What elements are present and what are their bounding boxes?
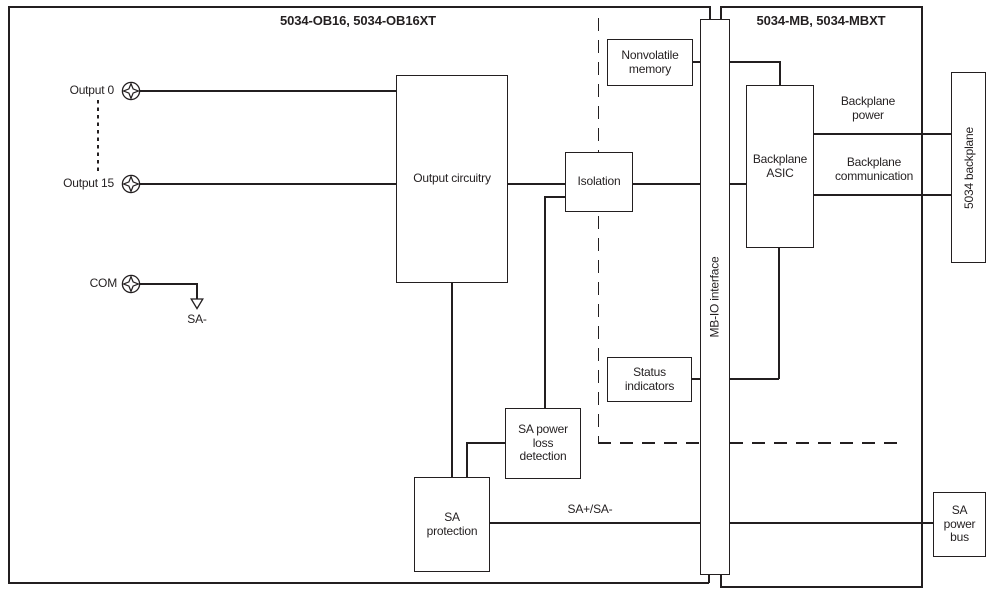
terminal-label-output-0: Output 0 — [69, 83, 115, 97]
left-module-top-stub — [709, 6, 711, 20]
backplane-asic-block: Backplane ASIC — [746, 85, 814, 248]
sa-power-bus-block: SA power bus — [933, 492, 986, 557]
backplane-asic-label: Backplane ASIC — [752, 152, 808, 180]
sa-minus-arrow-icon — [189, 298, 204, 310]
left-module-border-left — [8, 6, 10, 584]
right-module-top-stub — [720, 6, 722, 20]
screw-terminal-icon — [121, 274, 141, 294]
output-circuitry-label: Output circuitry — [413, 171, 491, 186]
terminal-label-output-15: Output 15 — [63, 176, 114, 190]
wire-outputcircuitry-to-saprotection — [451, 282, 453, 478]
sa-protection-block: SA protection — [414, 477, 490, 572]
sa-bus-wire-label: SA+/SA- — [567, 502, 613, 516]
sa-power-loss-detection-label: SA power loss detection — [518, 422, 568, 464]
wire-isolation-to-bar — [632, 183, 701, 185]
wire-asic-bottom-to-bar — [728, 378, 779, 380]
right-module-title: 5034-MB, 5034-MBXT — [756, 13, 886, 28]
mb-io-interface-label: MB-IO interface — [708, 256, 722, 338]
sa-protection-label: SA protection — [426, 510, 478, 538]
screw-terminal-icon — [121, 174, 141, 194]
backplane-5034-label: 5034 backplane — [961, 126, 976, 209]
left-module-border-top — [8, 6, 711, 8]
wire-isolation-to-salossdetect — [544, 196, 546, 409]
terminal-label-com: COM — [89, 276, 118, 290]
screw-terminal-icon — [121, 81, 141, 101]
isolation-block: Isolation — [565, 152, 633, 212]
wire-sa-bus-right — [728, 522, 934, 524]
wire-com-drop — [196, 283, 198, 299]
mb-io-interface-bar: MB-IO interface — [700, 19, 730, 575]
wire-backplane-power — [813, 133, 952, 135]
wire-memory-to-bar — [692, 61, 701, 63]
wire-isolation-tap — [544, 196, 566, 198]
wire-salossdetect-left — [466, 442, 506, 444]
sa-power-loss-detection-block: SA power loss detection — [505, 408, 581, 479]
wire-salossdetect-drop — [466, 442, 468, 478]
wire-sa-bus-left — [489, 522, 701, 524]
backplane-communication-wire-label: Backplane communication — [834, 155, 914, 183]
right-module-border-bottom — [720, 586, 922, 588]
status-indicators-block: Status indicators — [607, 357, 692, 402]
wire-bar-to-asic-top — [728, 61, 780, 63]
left-module-title: 5034-OB16, 5034-OB16XT — [279, 13, 437, 28]
backplane-5034-block: 5034 backplane — [951, 72, 986, 263]
sa-minus-label: SA- — [187, 312, 207, 326]
wire-backplane-communication — [813, 194, 952, 196]
right-module-border-right — [921, 6, 923, 588]
wire-com — [140, 283, 197, 285]
nonvolatile-memory-block: Nonvolatile memory — [607, 39, 693, 86]
wire-asic-top-drop — [779, 61, 781, 86]
wire-outputcircuitry-isolation — [507, 183, 566, 185]
isolation-label: Isolation — [577, 174, 621, 189]
right-module-border-top — [720, 6, 923, 8]
right-module-bottom-stub — [720, 573, 722, 587]
wire-bar-to-asic — [728, 183, 747, 185]
output-circuitry-block: Output circuitry — [396, 75, 508, 283]
nonvolatile-memory-label: Nonvolatile memory — [621, 48, 679, 76]
wire-asic-bottom-drop — [778, 247, 780, 379]
left-module-border-bottom — [8, 582, 709, 584]
wire-output-0 — [140, 90, 396, 92]
isolation-boundary-vertical — [597, 18, 599, 443]
backplane-power-wire-label: Backplane power — [840, 94, 896, 122]
isolation-boundary-horizontal — [598, 442, 903, 444]
left-module-bottom-stub — [708, 573, 710, 583]
sa-power-bus-label: SA power bus — [943, 503, 976, 545]
status-indicators-label: Status indicators — [624, 365, 675, 393]
wire-output-15 — [140, 183, 396, 185]
wire-status-to-bar — [691, 378, 701, 380]
output-range-dashed-line — [96, 100, 99, 172]
